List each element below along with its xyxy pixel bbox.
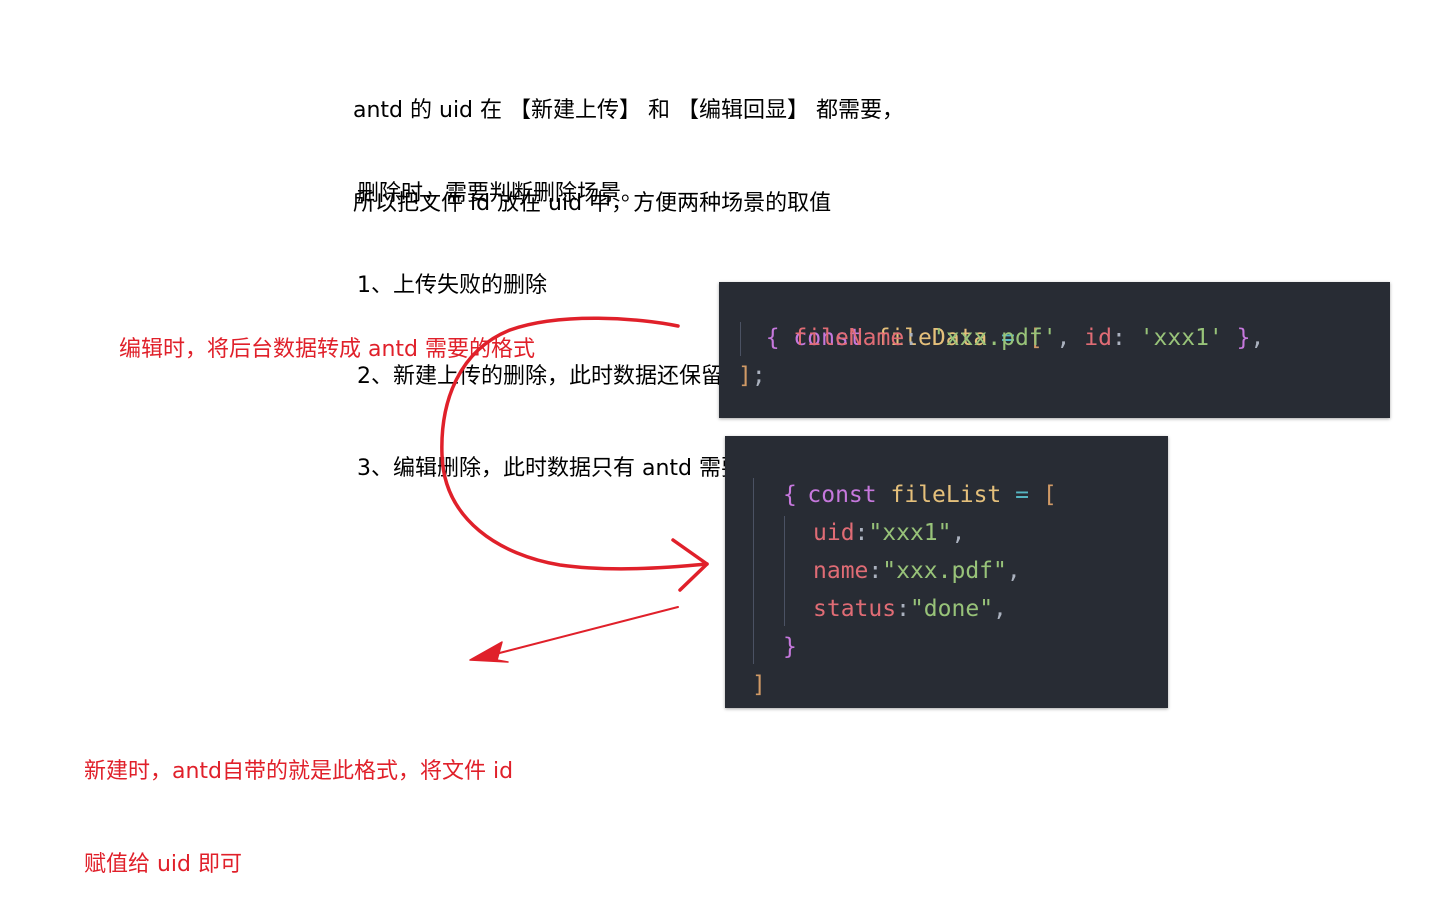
code-block-file-list: const fileList = [ { uid:"xxx1", name:"x…: [725, 436, 1168, 708]
id-value: 'xxx1': [1139, 325, 1223, 351]
edit-curve-arrowhead: [671, 538, 709, 592]
uid-explanation-note: antd 的 uid 在 【新建上传】 和 【编辑回显】 都需要， 所以把文件 …: [353, 33, 904, 250]
delete-note-line-2: 1、上传失败的删除: [357, 272, 547, 298]
open-bracket: [: [1042, 482, 1057, 508]
comma: ,: [1250, 325, 1265, 351]
file-list-line-2: {: [783, 476, 797, 514]
file-list-line-3: uid:"xxx1",: [813, 514, 965, 552]
file-list-line-1: const fileList = [: [752, 438, 1057, 552]
file-data-line-2: { fileName: 'xxx.pdf', id: 'xxx1' },: [738, 319, 1265, 357]
assign-operator: =: [1015, 482, 1029, 508]
indent-guide: [740, 322, 741, 356]
const-keyword: const: [807, 482, 877, 508]
file-list-line-7: ]: [752, 666, 766, 704]
close-bracket: ]: [752, 672, 766, 698]
edit-annotation: 编辑时，将后台数据转成 antd 需要的格式: [119, 272, 535, 396]
colon: :: [854, 520, 869, 546]
file-list-line-5: status:"done",: [813, 590, 1007, 628]
name-property: name: [813, 558, 869, 584]
code-block-file-data: const fileData = [ { fileName: 'xxx.pdf'…: [719, 282, 1390, 418]
create-note-line-2: 赋值给 uid 即可: [84, 852, 243, 877]
uid-note-line-1: antd 的 uid 在 【新建上传】 和 【编辑回显】 都需要，: [353, 98, 904, 123]
close-brace: }: [1236, 325, 1251, 351]
comma: ,: [1006, 558, 1021, 584]
uid-note-line-2: 所以把文件 id 放在 uid 中，方便两种场景的取值: [353, 191, 832, 216]
indent-guide-outer: [753, 478, 754, 664]
id-property: id: [1084, 325, 1112, 351]
comma: ,: [993, 596, 1007, 622]
semicolon: ;: [751, 363, 766, 389]
file-name-property: fileName: [793, 325, 905, 351]
file-data-variable: fileData: [876, 325, 988, 351]
create-arrow-line: [479, 606, 679, 659]
colon: :: [868, 558, 883, 584]
comma: ,: [1056, 325, 1071, 351]
edit-note-text: 编辑时，将后台数据转成 antd 需要的格式: [119, 337, 536, 362]
file-name-value: 'xxx.pdf': [931, 325, 1057, 351]
status-property: status: [813, 596, 897, 622]
assign-operator: =: [1001, 325, 1015, 351]
const-keyword: const: [793, 325, 863, 351]
open-brace: {: [783, 482, 797, 508]
close-brace: }: [783, 634, 797, 660]
colon: :: [1111, 325, 1126, 351]
comma: ,: [951, 520, 966, 546]
create-note-line-1: 新建时，antd自带的就是此格式，将文件 id: [84, 759, 514, 784]
indent-guide-inner: [784, 516, 785, 626]
open-brace: {: [765, 325, 780, 351]
file-list-line-4: name:"xxx.pdf",: [813, 552, 1021, 590]
status-value: "done": [909, 596, 994, 622]
name-value: "xxx.pdf": [882, 558, 1007, 584]
colon: :: [896, 596, 910, 622]
colon: :: [904, 325, 919, 351]
file-data-line-1: const fileData = [: [738, 281, 1043, 395]
create-annotation: 新建时，antd自带的就是此格式，将文件 id 赋值给 uid 即可: [84, 694, 513, 911]
file-list-line-6: }: [783, 628, 797, 666]
file-list-variable: fileList: [890, 482, 1002, 508]
uid-property: uid: [813, 520, 855, 546]
delete-note-line-1: 删除时，需要判断删除场景。: [357, 181, 644, 206]
file-data-line-3: ];: [738, 357, 766, 395]
create-arrowhead: [469, 641, 509, 663]
close-bracket: ]: [738, 363, 752, 389]
open-bracket: [: [1028, 325, 1043, 351]
uid-value: "xxx1": [868, 520, 952, 546]
